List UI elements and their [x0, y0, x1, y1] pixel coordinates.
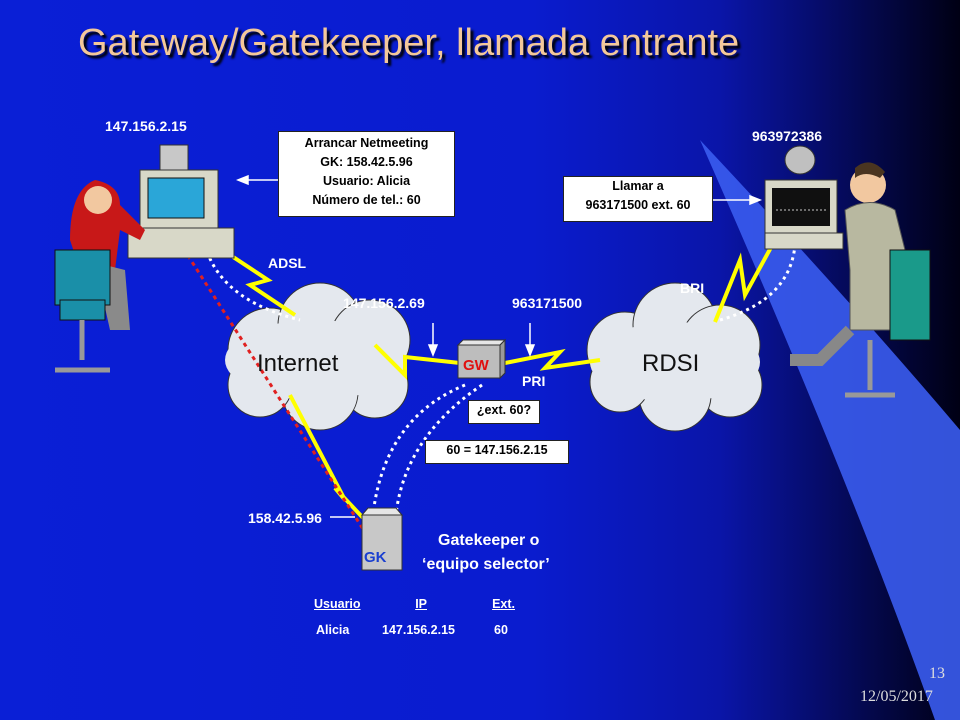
- table-cell-ip: 147.156.2.15: [382, 623, 455, 637]
- netmeeting-note: Arrancar Netmeeting GK: 158.42.5.96 Usua…: [278, 131, 455, 217]
- adsl-label: ADSL: [268, 255, 307, 271]
- table-cell-ext: 60: [494, 623, 508, 637]
- footer-date: 12/05/2017: [860, 688, 933, 705]
- rdsi-label: RDSI: [642, 350, 700, 377]
- netmeeting-line1: Arrancar Netmeeting: [304, 136, 429, 150]
- query-box: ¿ext. 60?: [468, 400, 540, 424]
- man-figure: [790, 162, 931, 398]
- gk-label: GK: [364, 549, 387, 566]
- gk-desc-line1: Gatekeeper o: [438, 532, 540, 549]
- gatekeeper-device: [360, 507, 404, 571]
- page-title: Gateway/Gatekeeper, llamada entrante: [78, 22, 740, 64]
- netmeeting-line4: Número de tel.: 60: [312, 193, 421, 207]
- gateway-device: [456, 338, 507, 380]
- internet-label: Internet: [257, 350, 339, 377]
- pri-label: PRI: [522, 373, 546, 389]
- table-cell-user: Alicia: [316, 623, 350, 637]
- table-header-user: Usuario: [314, 597, 361, 611]
- table-header-ip: IP: [415, 597, 427, 611]
- left-pc-ip: 147.156.2.15: [105, 118, 187, 134]
- call-line2: 963171500 ext. 60: [585, 198, 691, 212]
- netmeeting-line2: GK: 158.42.5.96: [320, 155, 413, 169]
- page-number: 13: [929, 665, 945, 682]
- netmeeting-line3: Usuario: Alicia: [322, 174, 411, 188]
- gw-number: 963171500: [512, 295, 583, 311]
- woman-figure: [54, 180, 145, 373]
- answer-box: 60 = 147.156.2.15: [425, 440, 569, 464]
- gw-label: GW: [463, 357, 489, 374]
- left-computer: [127, 144, 235, 259]
- rdsi-cloud: [586, 282, 763, 432]
- right-computer: [764, 145, 844, 250]
- internet-cloud: [225, 282, 411, 431]
- signal-paths: [203, 244, 797, 526]
- right-pc-phone: 963972386: [752, 128, 823, 144]
- call-note: Llamar a 963171500 ext. 60: [563, 176, 713, 222]
- gw-ip: 147.156.2.69: [343, 295, 425, 311]
- gk-ip: 158.42.5.96: [248, 510, 322, 526]
- call-line1: Llamar a: [612, 179, 664, 193]
- light-beam: [700, 140, 960, 720]
- gk-desc-line2: ‘equipo selector’: [422, 556, 550, 573]
- arrows: [235, 174, 763, 518]
- bri-label: BRI: [680, 280, 705, 296]
- table-header-ext: Ext.: [492, 597, 515, 611]
